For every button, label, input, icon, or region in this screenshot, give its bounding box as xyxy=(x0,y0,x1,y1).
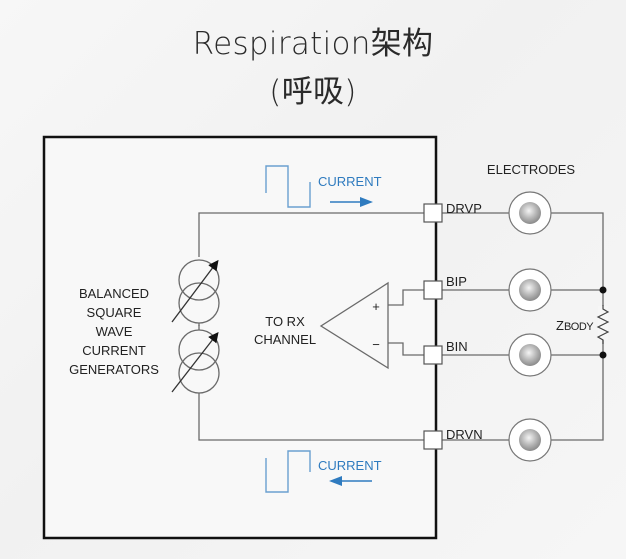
current-arrow-left-icon xyxy=(329,476,372,486)
generator-label-line: CURRENT xyxy=(82,343,146,358)
wire-drvn-internal xyxy=(198,393,425,441)
electrodes-label: ELECTRODES xyxy=(487,162,575,177)
pin-label-bip: BIP xyxy=(446,274,467,289)
wire-drvp-internal xyxy=(198,212,425,257)
wire-bin-internal xyxy=(384,342,425,356)
electrode xyxy=(508,268,552,312)
amplifier-label-line: CHANNEL xyxy=(254,332,316,347)
amplifier-label-line: TO RX xyxy=(265,314,305,329)
pin-drvp xyxy=(423,203,443,223)
title-line-1: Respiration架构 xyxy=(192,26,434,62)
square-wave-bottom xyxy=(265,450,311,493)
generator-label-line: GENERATORS xyxy=(69,362,159,377)
zbody-label: ZBODY xyxy=(556,318,594,333)
pin-label-bin: BIN xyxy=(446,339,468,354)
variable-arrow-icon xyxy=(171,331,219,393)
variable-arrow-icon xyxy=(171,259,219,323)
wire-bip-internal xyxy=(384,289,425,306)
current-label-top: CURRENT xyxy=(318,174,382,189)
generator-label: BALANCED SQUARE WAVE CURRENT GENERATORS xyxy=(69,286,159,377)
pin-label-drvn: DRVN xyxy=(446,427,483,442)
resistor-zbody-icon xyxy=(596,305,610,344)
generator-label-line: BALANCED xyxy=(79,286,149,301)
square-wave-top xyxy=(265,165,311,208)
title-line-2: (呼吸) xyxy=(269,74,357,110)
electrode xyxy=(508,418,552,462)
amp-plus-sign: + xyxy=(372,299,380,314)
junction-dot xyxy=(599,286,607,294)
generator-label-line: WAVE xyxy=(96,324,133,339)
current-arrow-right-icon xyxy=(330,197,373,207)
electrode xyxy=(508,333,552,377)
generator-label-line: SQUARE xyxy=(87,305,142,320)
current-label-bottom: CURRENT xyxy=(318,458,382,473)
pin-bin xyxy=(423,345,443,365)
pin-label-drvp: DRVP xyxy=(446,201,482,216)
amp-minus-sign: − xyxy=(372,337,380,352)
amplifier-triangle xyxy=(319,281,389,370)
pin-bip xyxy=(423,280,443,300)
electrode xyxy=(508,191,552,235)
pin-drvn xyxy=(423,430,443,450)
junction-dot xyxy=(599,351,607,359)
